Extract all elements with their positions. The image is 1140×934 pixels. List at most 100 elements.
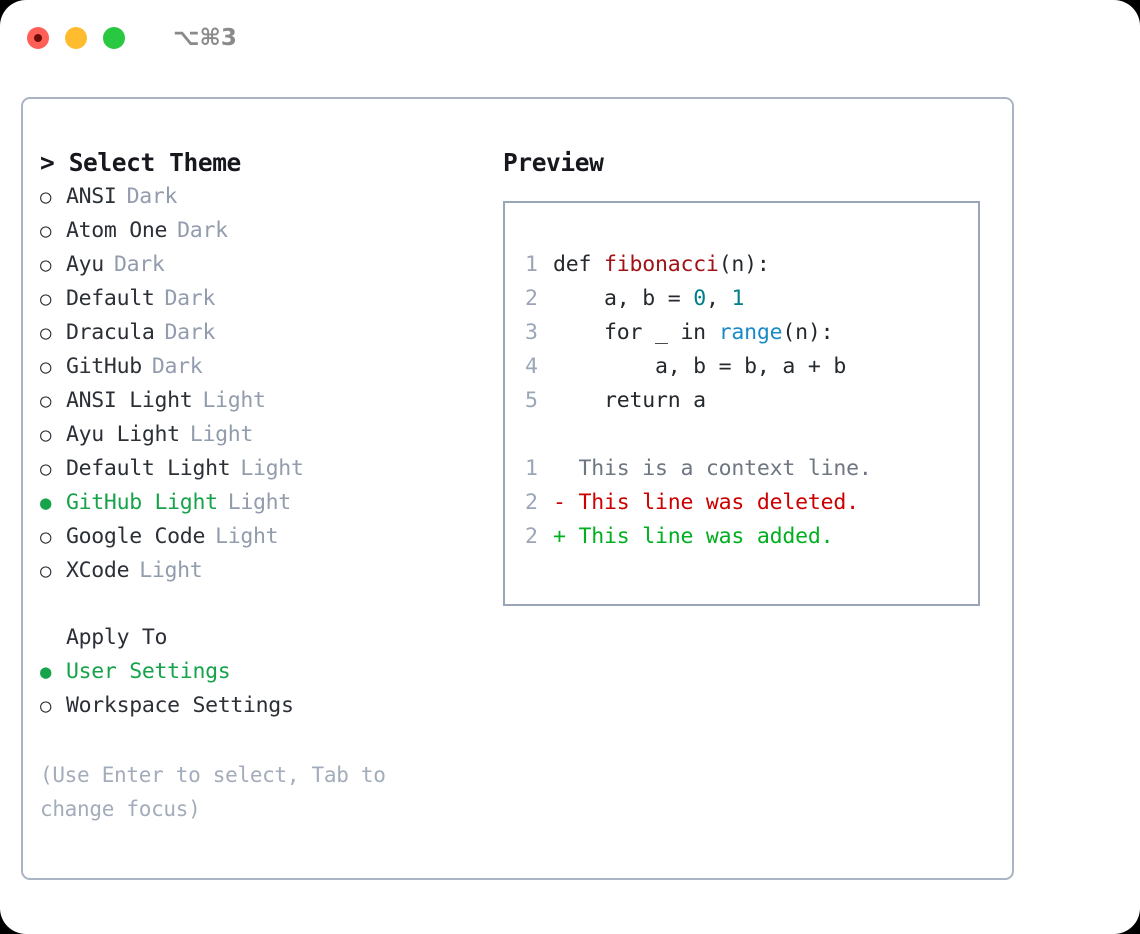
code-token-plain: a, b =: [553, 286, 694, 311]
code-content: return a: [553, 388, 706, 413]
theme-variant: Dark: [164, 286, 216, 311]
line-number: 5: [525, 388, 538, 413]
diff-line-deleted: 2 - This line was deleted.: [525, 486, 978, 520]
code-line: 5 return a: [525, 384, 978, 418]
code-line: 4 a, b = b, a + b: [525, 350, 978, 384]
theme-variant: Light: [202, 388, 266, 413]
radio-icon[interactable]: ○: [40, 458, 52, 480]
theme-name: GitHub Light: [66, 490, 218, 515]
code-token-builtin: range: [718, 320, 783, 345]
theme-name: Google Code: [66, 524, 206, 549]
theme-item-ayu-light[interactable]: ○ Ayu Light Light: [40, 418, 503, 452]
radio-selected-icon[interactable]: ●: [40, 661, 52, 683]
theme-name: XCode: [66, 558, 130, 583]
theme-item-google-code[interactable]: ○ Google Code Light: [40, 520, 503, 554]
theme-name: Ayu: [66, 252, 104, 277]
code-token-number: 1: [731, 286, 745, 311]
theme-variant: Dark: [151, 354, 203, 379]
main-panel: > Select Theme ○ ANSI Dark ○ Atom One Da…: [21, 97, 1014, 880]
diff-content: + This line was added.: [553, 524, 834, 549]
line-number: 1: [525, 252, 538, 277]
close-button-icon[interactable]: [27, 27, 49, 49]
radio-icon[interactable]: ○: [40, 695, 52, 717]
preview-code-box: 1 def fibonacci(n): 2 a, b = 0, 1 3 for …: [503, 201, 980, 606]
theme-item-xcode[interactable]: ○ XCode Light: [40, 554, 503, 588]
theme-name: ANSI Light: [66, 388, 193, 413]
theme-item-ansi-light[interactable]: ○ ANSI Light Light: [40, 384, 503, 418]
line-number: 3: [525, 320, 538, 345]
radio-icon[interactable]: ○: [40, 288, 52, 310]
theme-variant: Dark: [126, 184, 178, 209]
radio-icon[interactable]: ○: [40, 560, 52, 582]
code-content: def fibonacci(n):: [553, 248, 770, 282]
theme-variant: Light: [189, 422, 254, 447]
diff-content: This is a context line.: [553, 456, 872, 481]
radio-icon[interactable]: ○: [40, 390, 52, 412]
radio-icon[interactable]: ○: [40, 186, 52, 208]
code-token-function: fibonacci: [603, 252, 719, 277]
theme-name: Atom One: [66, 218, 168, 243]
theme-picker-pane: > Select Theme ○ ANSI Dark ○ Atom One Da…: [23, 99, 503, 878]
apply-to-list[interactable]: ● User Settings ○ Workspace Settings: [40, 655, 503, 723]
line-number: 4: [525, 354, 538, 379]
line-number: 2: [525, 286, 538, 311]
code-token-plain: for _ in: [553, 320, 719, 345]
code-line: 1 def fibonacci(n):: [525, 248, 978, 282]
code-token-plain: (n):: [782, 320, 834, 345]
preview-heading: Preview: [503, 148, 604, 177]
line-number: 2: [525, 524, 538, 549]
diff-line-context: 1 This is a context line.: [525, 452, 978, 486]
diff-content: - This line was deleted.: [553, 490, 859, 515]
theme-variant: Dark: [113, 252, 165, 277]
theme-variant: Dark: [164, 320, 216, 345]
code-content: a, b = 0, 1: [553, 282, 744, 316]
minimize-button-icon[interactable]: [65, 27, 87, 49]
theme-variant: Light: [227, 490, 292, 515]
theme-item-atom-one[interactable]: ○ Atom One Dark: [40, 214, 503, 248]
theme-list[interactable]: ○ ANSI Dark ○ Atom One Dark ○ Ayu Dark: [40, 180, 503, 588]
theme-item-ansi[interactable]: ○ ANSI Dark: [40, 180, 503, 214]
radio-selected-icon[interactable]: ●: [40, 492, 52, 514]
keyboard-hint-text: (Use Enter to select, Tab to change focu…: [40, 763, 386, 821]
apply-to-label: Workspace Settings: [66, 693, 294, 718]
theme-variant: Dark: [177, 218, 228, 243]
theme-item-github-light[interactable]: ● GitHub Light Light: [40, 486, 503, 520]
radio-icon[interactable]: ○: [40, 356, 52, 378]
theme-name: Default Light: [66, 456, 231, 481]
code-token-number: 0: [693, 286, 706, 311]
title-bar: ⌥⌘3: [0, 0, 1140, 76]
apply-to-item-workspace-settings[interactable]: ○ Workspace Settings: [40, 689, 503, 723]
radio-icon[interactable]: ○: [40, 254, 52, 276]
apply-to-heading: Apply To: [66, 625, 168, 650]
radio-icon[interactable]: ○: [40, 322, 52, 344]
radio-icon[interactable]: ○: [40, 220, 52, 242]
theme-item-default[interactable]: ○ Default Dark: [40, 282, 503, 316]
code-content: a, b = b, a + b: [553, 354, 847, 379]
theme-variant: Light: [240, 456, 304, 481]
diff-line-added: 2 + This line was added.: [525, 520, 978, 554]
preview-pane: Preview 1 def fibonacci(n): 2 a, b = 0, …: [503, 99, 1012, 878]
keyboard-shortcut-label: ⌥⌘3: [173, 25, 237, 51]
radio-icon[interactable]: ○: [40, 424, 52, 446]
theme-name: ANSI: [66, 184, 117, 209]
apply-to-item-user-settings[interactable]: ● User Settings: [40, 655, 503, 689]
code-content: for _ in range(n):: [553, 316, 834, 350]
theme-item-default-light[interactable]: ○ Default Light Light: [40, 452, 503, 486]
apply-to-label: User Settings: [66, 659, 231, 684]
code-spacer: [525, 418, 978, 452]
select-theme-heading: > Select Theme: [40, 148, 241, 177]
line-number: 1: [525, 456, 538, 481]
theme-item-dracula[interactable]: ○ Dracula Dark: [40, 316, 503, 350]
window-controls: [27, 27, 125, 49]
maximize-button-icon[interactable]: [103, 27, 125, 49]
code-token-keyword: def: [553, 252, 604, 277]
code-line: 2 a, b = 0, 1: [525, 282, 978, 316]
theme-variant: Light: [215, 524, 279, 549]
theme-name: Default: [66, 286, 155, 311]
theme-name: GitHub: [66, 354, 142, 379]
theme-item-ayu[interactable]: ○ Ayu Dark: [40, 248, 503, 282]
code-token-plain: ,: [705, 286, 732, 311]
theme-item-github[interactable]: ○ GitHub Dark: [40, 350, 503, 384]
radio-icon[interactable]: ○: [40, 526, 52, 548]
